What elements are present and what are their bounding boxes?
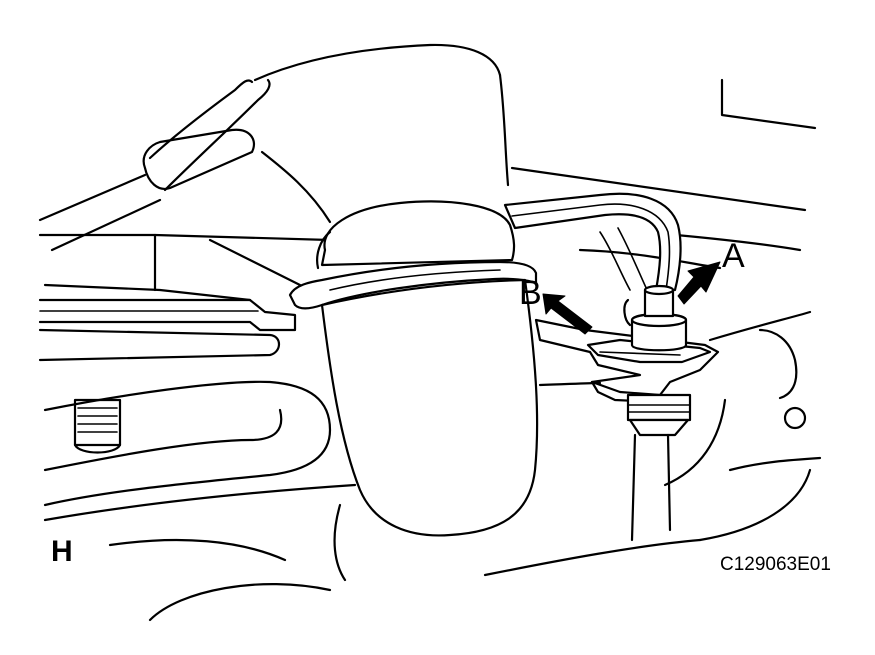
pipe [503,192,682,293]
callout-arrows [542,261,721,335]
canister [288,200,539,537]
fitting [623,284,692,542]
arrow-a-icon [677,261,721,305]
arrow-b-icon [542,293,593,335]
view-letter: H [51,535,73,568]
figure-code: C129063E01 [720,554,831,575]
callout-label-b: B [519,274,542,312]
callout-label-a: A [722,237,745,275]
background-structure [38,43,822,622]
bracket [534,318,720,404]
